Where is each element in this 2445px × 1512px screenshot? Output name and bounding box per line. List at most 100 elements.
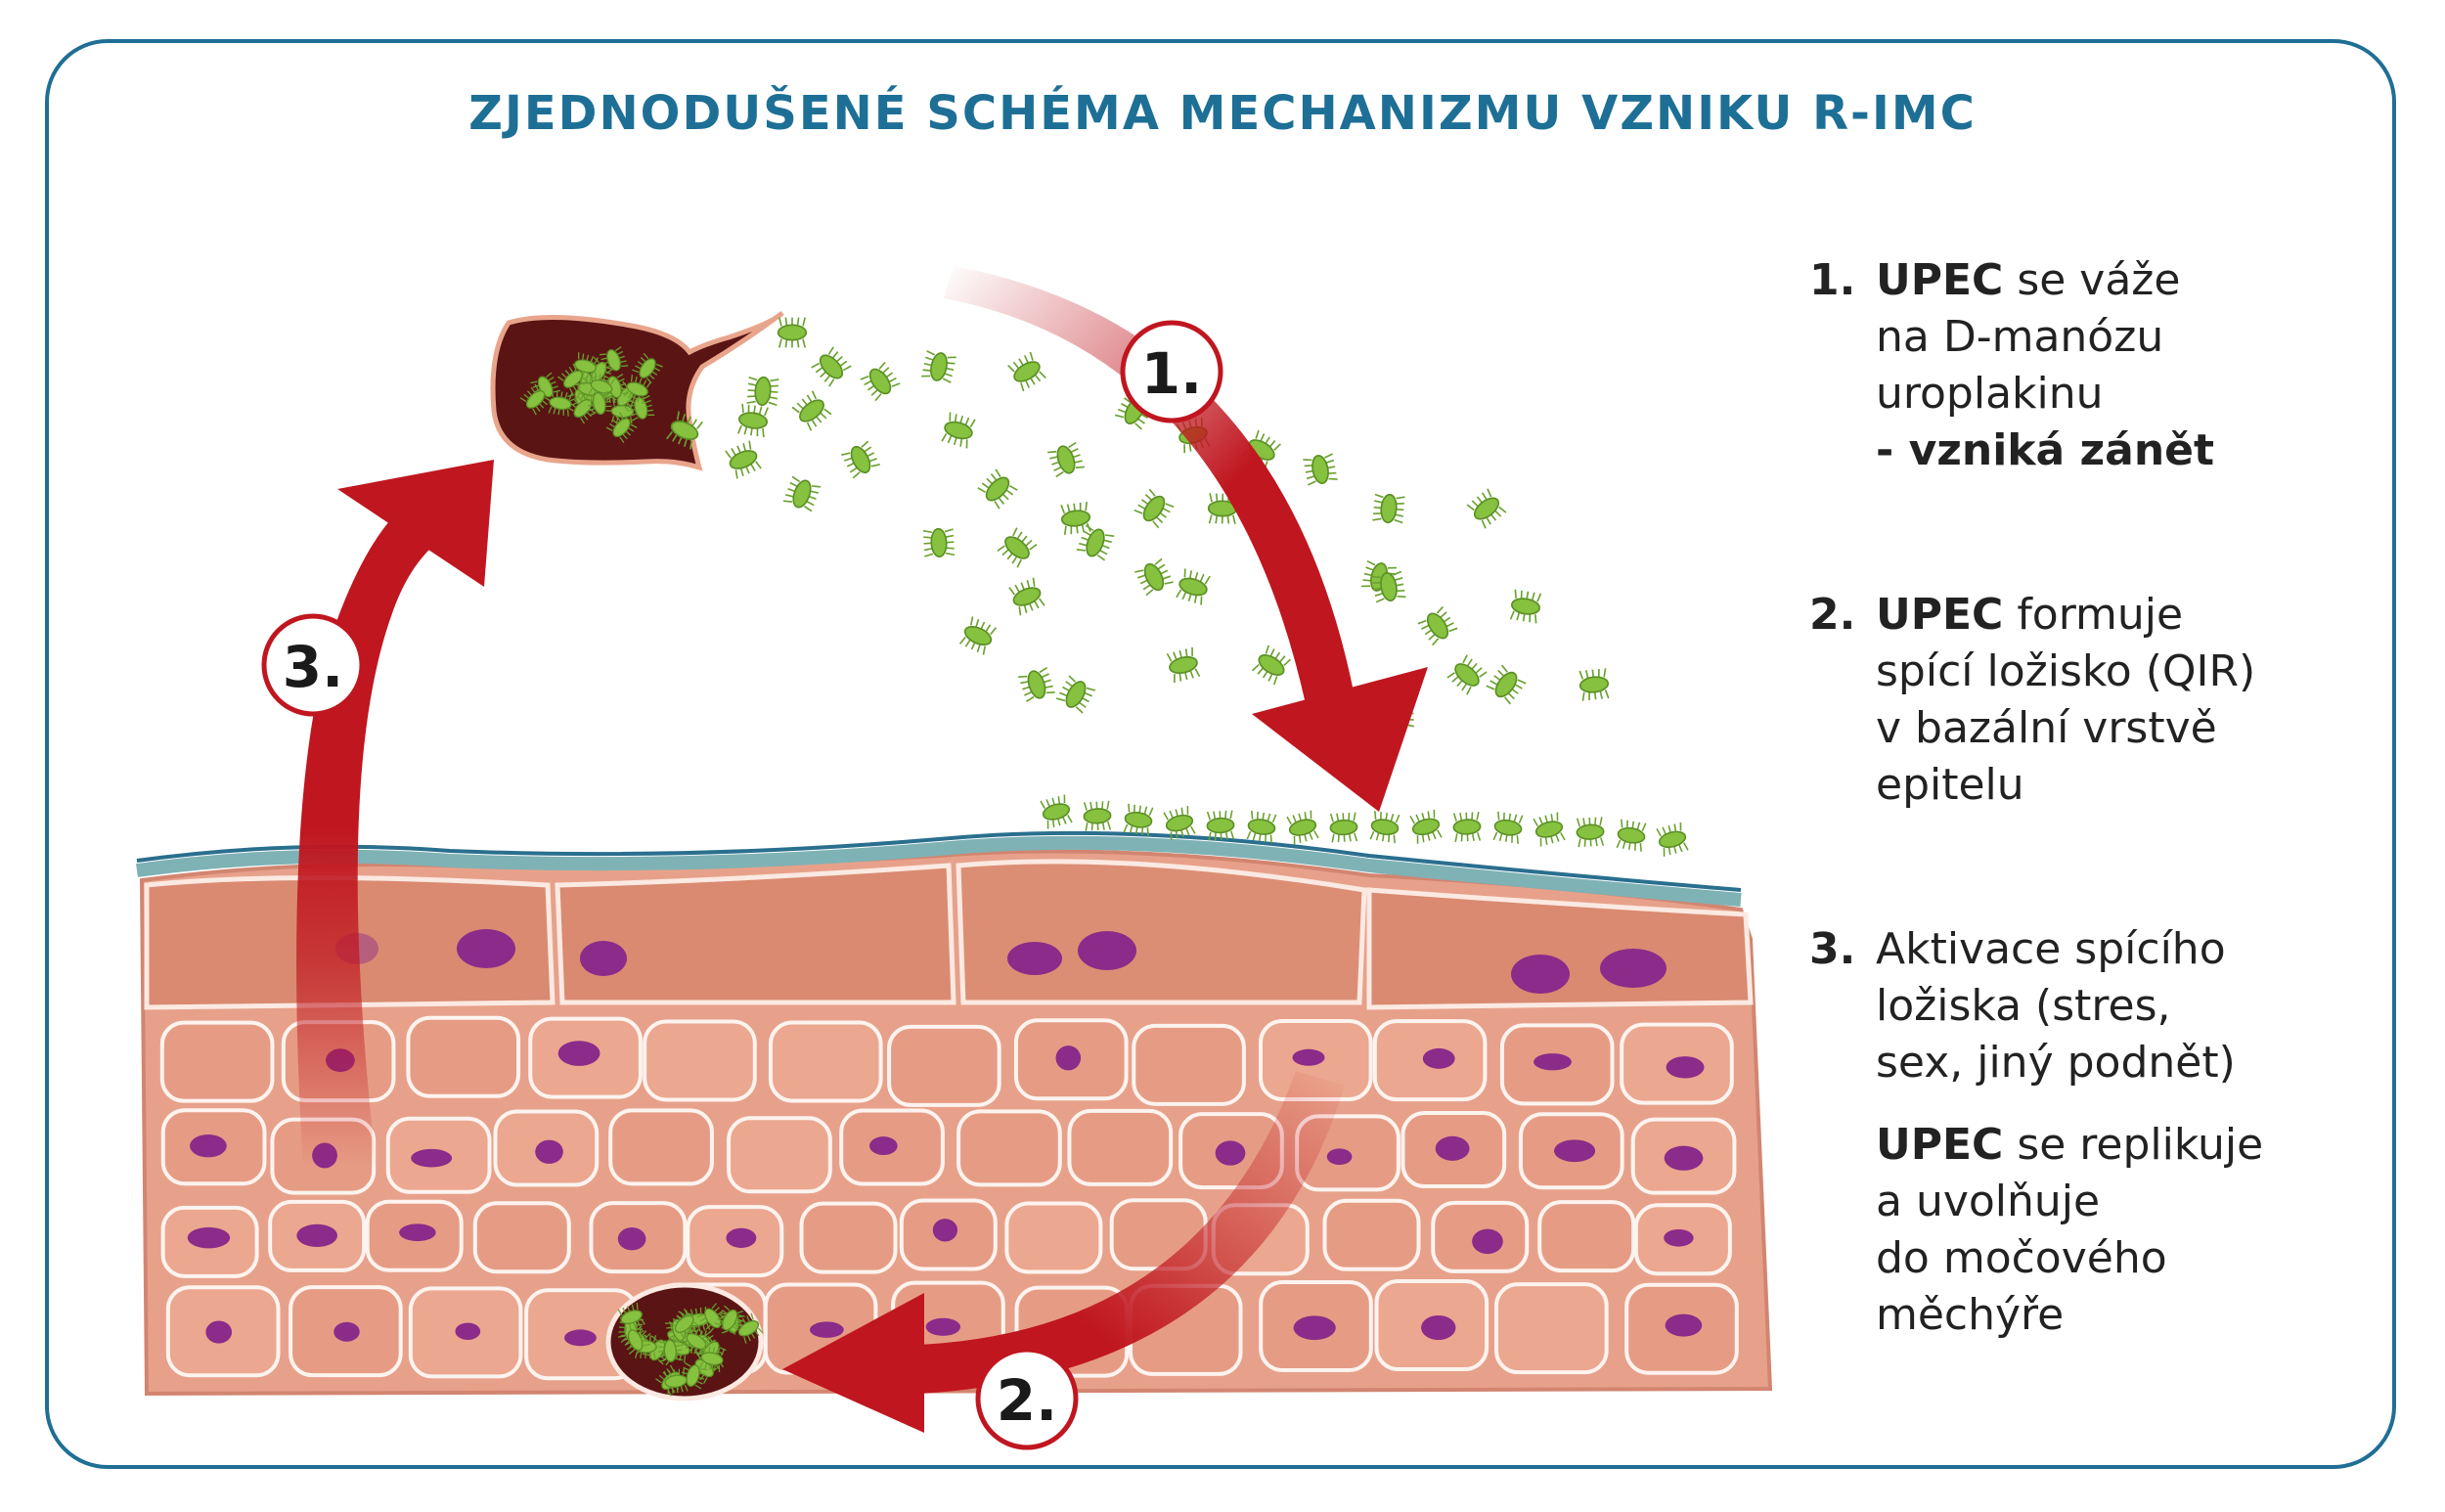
uroplakin-layer	[136, 835, 1742, 907]
cell-nucleus	[1293, 1315, 1336, 1341]
bacterium-icon	[617, 1302, 645, 1332]
bacterium-icon	[1123, 803, 1154, 836]
step-1-line: uroplakinu	[1876, 369, 2104, 419]
bacterium-icon	[1076, 524, 1115, 561]
cell-nucleus	[187, 1226, 231, 1249]
bacterium-icon	[811, 346, 852, 387]
bacterium-icon	[586, 390, 613, 417]
bacterium-icon	[734, 1312, 764, 1344]
quiescent-reservoir	[605, 1282, 764, 1401]
epithelial-cell	[1132, 1023, 1246, 1106]
bacterium-icon	[632, 352, 663, 384]
epithelial-cell	[727, 1116, 832, 1194]
step-3-number: 3.	[1809, 924, 1856, 974]
cell-nucleus	[1435, 1135, 1470, 1161]
bacterium-icon	[1486, 664, 1527, 705]
bacterium-icon	[1040, 794, 1073, 829]
cell-nucleus	[1553, 1139, 1596, 1163]
epithelial-cell	[1494, 1282, 1609, 1375]
step-3-line: ložiska (stres,	[1876, 981, 2171, 1031]
bacterium-icon	[777, 317, 808, 348]
bacterium-icon	[1246, 810, 1277, 844]
bacterium-icon	[699, 1345, 726, 1373]
bacterium-icon	[860, 361, 901, 402]
svg-text:2.: 2.	[997, 1367, 1057, 1434]
step-2-number: 2.	[1809, 590, 1856, 640]
bacterium-icon	[1371, 570, 1406, 603]
cell-nucleus	[809, 1321, 844, 1338]
epithelial-cell	[1537, 1200, 1636, 1273]
bacterium-icon	[1083, 800, 1112, 831]
step-1-line: UPEC se váže	[1876, 255, 2181, 305]
svg-text:3.: 3.	[283, 634, 343, 700]
bacterium-icon	[1656, 822, 1689, 857]
cell-nucleus	[333, 1321, 360, 1342]
released-reservoir	[490, 310, 784, 471]
epithelial-cell	[643, 1019, 757, 1102]
bacterium-icon	[657, 1339, 684, 1362]
step-3-extra-line: a uvolňuje	[1876, 1177, 2101, 1226]
cell-nucleus	[1534, 1053, 1572, 1071]
bacterium-icon	[1134, 557, 1174, 597]
step-1-badge: 1.	[1120, 320, 1223, 423]
bacterium-icon	[623, 375, 651, 404]
cell-nucleus	[1421, 1314, 1456, 1341]
epithelial-cell	[406, 1015, 521, 1098]
step-3-badge: 3.	[261, 613, 365, 717]
cell-nucleus	[455, 1322, 481, 1340]
bacterium-icon	[1509, 589, 1542, 624]
bacterium-icon	[1008, 577, 1045, 616]
cell-nucleus	[557, 1041, 600, 1066]
bacterium-icon	[1166, 646, 1201, 684]
released-bacteria-cluster	[519, 346, 663, 444]
curved-arrow-icon	[782, 1071, 1345, 1433]
free-bacteria	[666, 317, 1610, 730]
cell-nucleus	[1664, 1228, 1694, 1247]
bacterium-icon	[782, 475, 822, 512]
cell-nucleus	[1666, 1056, 1705, 1079]
bacterium-icon	[1372, 493, 1405, 524]
cell-nucleus	[726, 1227, 757, 1248]
bacterium-icon	[627, 394, 655, 422]
epithelial-cell	[608, 1108, 714, 1186]
bacterium-icon	[921, 350, 956, 383]
umbrella-cells	[144, 859, 1754, 1010]
bacterium-icon	[1251, 645, 1292, 686]
bacterium-icon	[666, 411, 703, 450]
cell-nucleus	[535, 1139, 563, 1164]
bacterium-icon	[1576, 817, 1605, 848]
bacterium-icon	[668, 1308, 700, 1340]
bacterium-icon	[1303, 453, 1338, 486]
bacterium-icon	[1417, 605, 1458, 646]
bacterium-icon	[922, 527, 956, 558]
bacterium-icon	[588, 372, 615, 401]
cell-nucleus	[1664, 1145, 1704, 1171]
bacterium-icon	[1286, 810, 1319, 845]
bacterium-icon	[997, 527, 1038, 568]
bacterium-icon	[663, 1367, 689, 1395]
bacterium-icon	[1163, 806, 1196, 841]
step-3-line: Aktivace spícího	[1876, 924, 2226, 974]
bacterium-icon	[1060, 502, 1091, 535]
step-3-extra-line: UPEC se replikuje	[1876, 1120, 2264, 1170]
bacterium-icon	[548, 389, 573, 417]
step-1-line: - vzniká zánět	[1876, 425, 2215, 475]
bacterium-icon	[1446, 654, 1488, 695]
diagram-title: ZJEDNODUŠENÉ SCHÉMA MECHANIZMU VZNIKU R-…	[468, 86, 1977, 141]
cell-nucleus	[190, 1134, 227, 1158]
step-3-extra-line: měchýře	[1876, 1290, 2065, 1340]
bacterium-icon	[1533, 812, 1566, 847]
bacterium-icon	[1134, 488, 1175, 529]
bacterium-icon	[1329, 812, 1358, 843]
epithelial-cell	[472, 1201, 571, 1274]
bacterium-icon	[681, 1325, 712, 1357]
step-2-line: UPEC formuje	[1876, 590, 2184, 640]
cell-nucleus	[296, 1223, 338, 1247]
bacterium-icon	[1409, 809, 1443, 844]
epithelial-cell	[956, 1109, 1062, 1187]
